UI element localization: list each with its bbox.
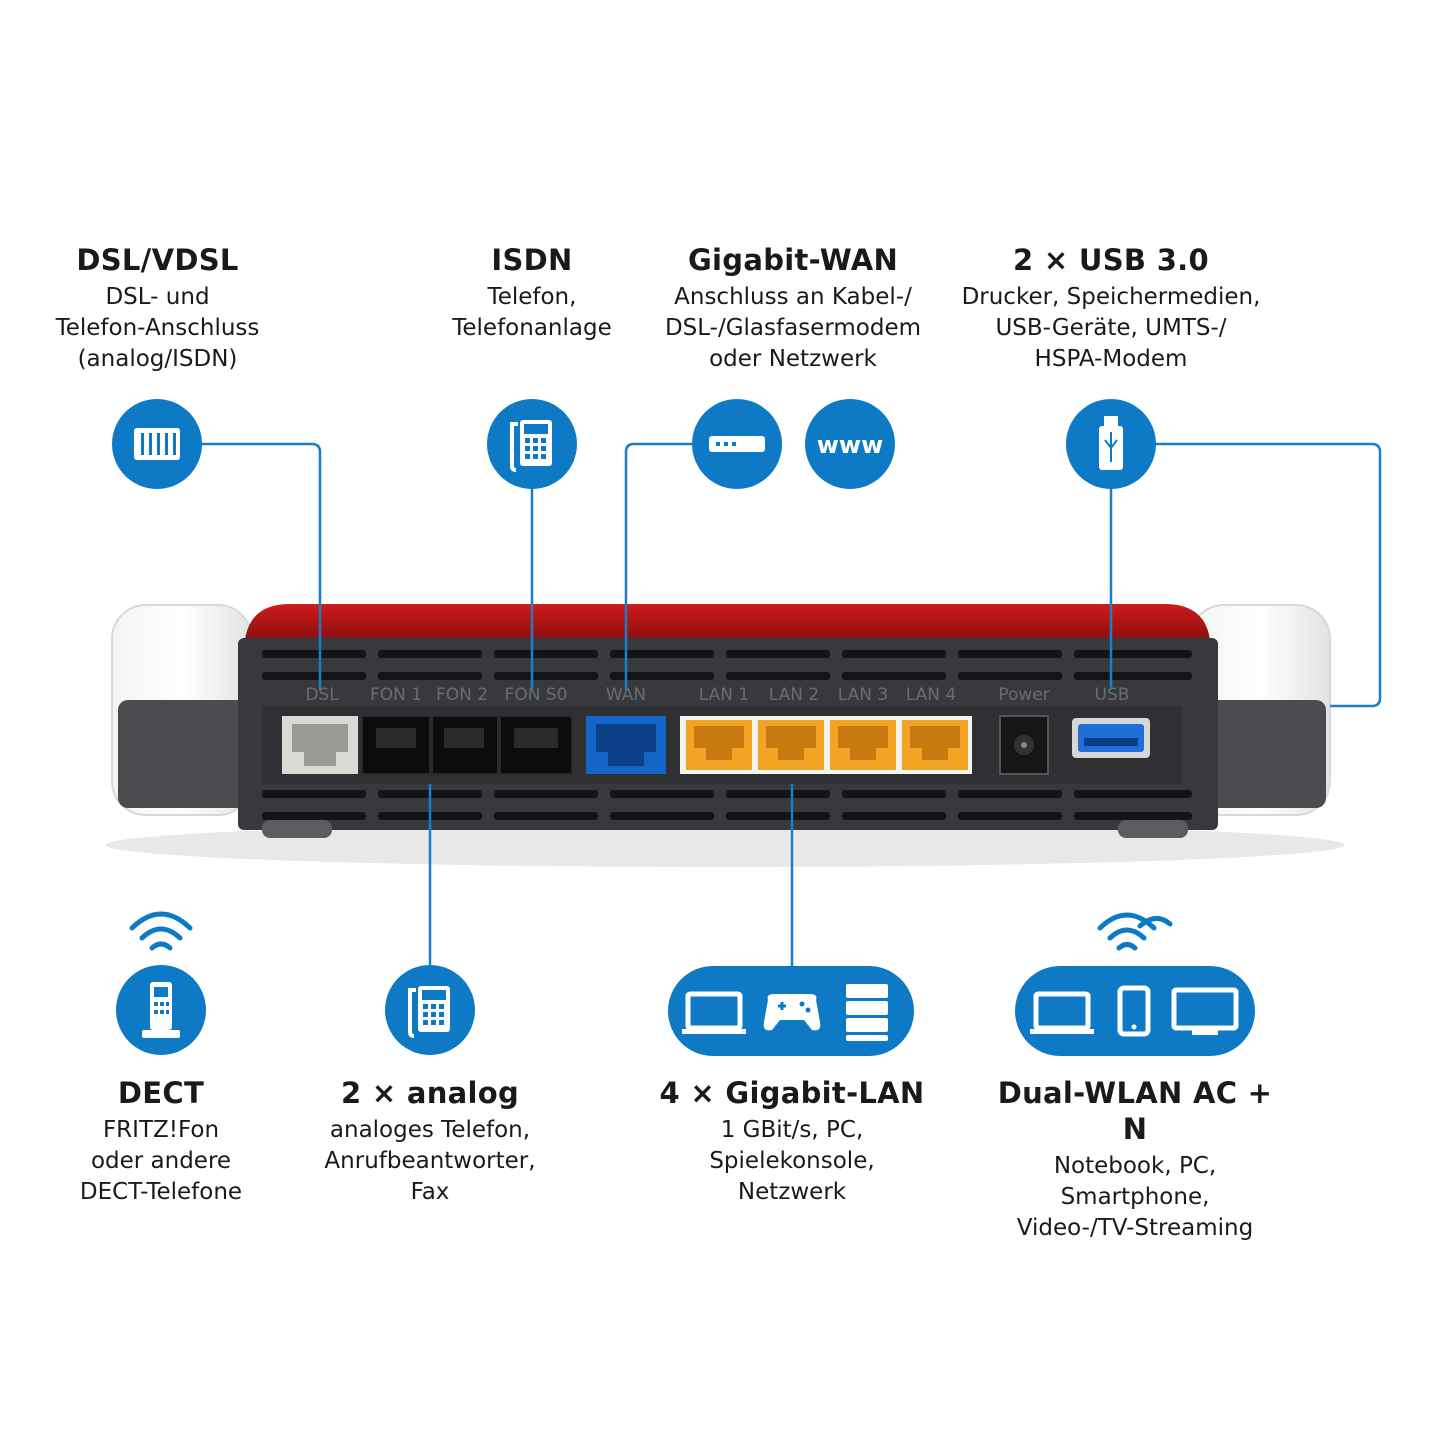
- usb-stick-icon: [1066, 399, 1156, 489]
- modem-icon: [692, 399, 782, 489]
- wlan-block: Dual-WLAN AC + N Notebook, PC, Smartphon…: [985, 1075, 1285, 1244]
- isdn-desc-line: Telefon,: [487, 284, 577, 310]
- server-icon: [846, 984, 888, 1041]
- power-port: [999, 715, 1049, 775]
- dect-phone-icon: [116, 965, 206, 1055]
- dsl-desc-line: DSL- und: [105, 284, 210, 310]
- wlan-title: Dual-WLAN AC + N: [997, 1076, 1273, 1146]
- analog-phone-icon: [385, 965, 475, 1055]
- lan-desc-line: Spielekonsole,: [709, 1148, 875, 1174]
- www-label: www: [817, 431, 884, 459]
- wan-desc-line: oder Netzwerk: [709, 346, 877, 372]
- usb-desc-line: HSPA-Modem: [1034, 346, 1188, 372]
- dect-desc-line: oder andere: [90, 1148, 232, 1174]
- analog-block: 2 × analog analoges Telefon, Anrufbeantw…: [300, 1075, 560, 1208]
- analog-title: 2 × analog: [340, 1076, 520, 1110]
- usb-desc-line: Drucker, Speichermedien,: [961, 284, 1261, 310]
- dect-block: DECT FRITZ!Fon oder andere DECT-Telefone: [40, 1075, 282, 1208]
- wan-desc-line: Anschluss an Kabel-/: [674, 284, 912, 310]
- wlan-laptop-icon: [1030, 991, 1094, 1034]
- port-label-fon2: FON 2: [436, 685, 488, 705]
- wlan-devices-icon: [1015, 966, 1255, 1056]
- dect-desc-line: FRITZ!Fon: [102, 1117, 220, 1143]
- desk-phone-icon: [487, 399, 577, 489]
- wifi-icon: [129, 911, 193, 951]
- gamepad-icon: [763, 994, 821, 1031]
- port-label-fon1: FON 1: [370, 685, 422, 705]
- wlan-desc-line: Notebook, PC,: [1053, 1153, 1217, 1179]
- port-label-lan1: LAN 1: [699, 685, 749, 705]
- dect-title: DECT: [117, 1076, 205, 1110]
- usb-block: 2 × USB 3.0 Drucker, Speichermedien, USB…: [950, 242, 1272, 375]
- isdn-desc-line: Telefonanlage: [452, 315, 612, 341]
- lan-desc-line: Netzwerk: [737, 1179, 847, 1205]
- lan-title: 4 × Gigabit-LAN: [659, 1076, 925, 1110]
- tv-icon: [1171, 987, 1239, 1035]
- lan-desc-line: 1 GBit/s, PC,: [720, 1117, 864, 1143]
- lan-block: 4 × Gigabit-LAN 1 GBit/s, PC, Spielekons…: [650, 1075, 934, 1208]
- wan-block: Gigabit-WAN Anschluss an Kabel-/ DSL-/Gl…: [640, 242, 946, 375]
- port-label-wan: WAN: [606, 685, 646, 705]
- isdn-block: ISDN Telefon, Telefonanlage: [420, 242, 644, 344]
- port-label-fons0: FON S0: [505, 685, 568, 705]
- dsl-port: [282, 716, 358, 774]
- port-label-lan3: LAN 3: [838, 685, 888, 705]
- laptop-icon: [682, 991, 746, 1034]
- smartphone-icon: [1117, 985, 1151, 1037]
- wan-desc-line: DSL-/Glasfasermodem: [664, 315, 922, 341]
- analog-desc-line: Anrufbeantworter,: [324, 1148, 536, 1174]
- analog-desc-line: analoges Telefon,: [329, 1117, 531, 1143]
- port-label-lan2: LAN 2: [769, 685, 819, 705]
- dsl-title: DSL/VDSL: [76, 243, 239, 277]
- usb-port: [1072, 718, 1150, 758]
- analog-desc-line: Fax: [410, 1179, 450, 1205]
- dsl-desc-line: (analog/ISDN): [77, 346, 238, 372]
- port-label-lan4: LAN 4: [906, 685, 956, 705]
- wlan-desc-line: Video-/TV-Streaming: [1016, 1215, 1254, 1241]
- port-label-dsl: DSL: [305, 685, 339, 705]
- isdn-title: ISDN: [491, 243, 573, 277]
- www-icon: www: [805, 399, 895, 489]
- router-illustration: DSL FON 1 FON 2 FON S0 WAN LAN 1 LAN 2 L…: [105, 604, 1345, 867]
- connector-lines: [200, 442, 1382, 966]
- wlan-desc-line: Smartphone,: [1060, 1184, 1210, 1210]
- dsl-desc-line: Telefon-Anschluss: [55, 315, 260, 341]
- usb-title: 2 × USB 3.0: [1013, 243, 1209, 277]
- dsl-splitter-icon: [112, 399, 202, 489]
- wan-port: [586, 716, 666, 774]
- dect-desc-line: DECT-Telefone: [79, 1179, 243, 1205]
- port-label-usb: USB: [1095, 685, 1130, 705]
- dsl-block: DSL/VDSL DSL- und Telefon-Anschluss (ana…: [20, 242, 295, 375]
- lan-devices-icon: [668, 966, 914, 1056]
- usb-desc-line: USB-Geräte, UMTS-/: [995, 315, 1227, 341]
- wan-title: Gigabit-WAN: [687, 243, 899, 277]
- port-label-power: Power: [998, 685, 1049, 705]
- wlan-wifi-icon: [1097, 912, 1173, 951]
- lan-ports: [680, 716, 972, 774]
